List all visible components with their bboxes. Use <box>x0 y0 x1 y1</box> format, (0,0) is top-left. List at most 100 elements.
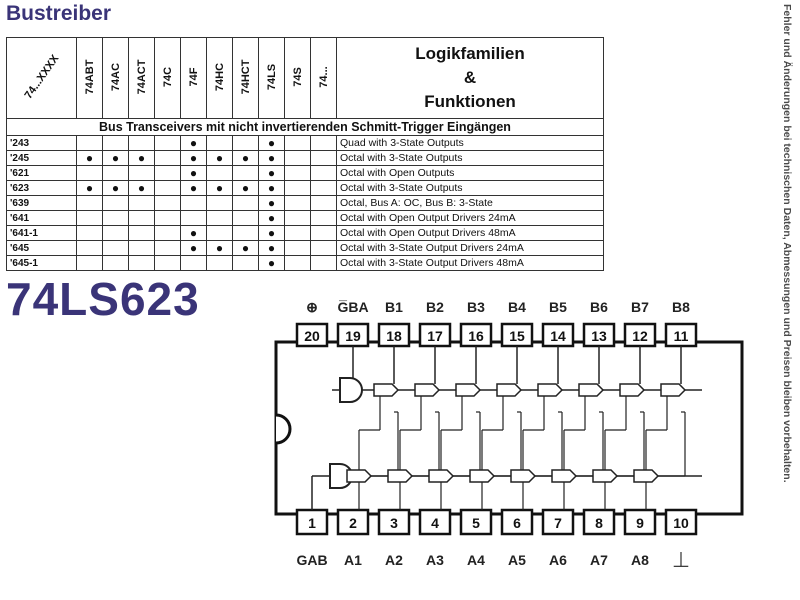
part-code: '621 <box>6 165 77 181</box>
empty-cell <box>154 210 181 226</box>
buffer-ab <box>551 469 578 483</box>
empty-cell <box>154 135 181 151</box>
pin-box <box>582 508 616 536</box>
pin-label: B8 <box>672 299 690 315</box>
empty-cell <box>310 195 337 211</box>
availability-dot: ● <box>180 165 207 181</box>
empty-cell <box>206 135 233 151</box>
empty-cell <box>206 195 233 211</box>
empty-cell <box>232 195 259 211</box>
buffer-ba <box>373 383 400 397</box>
disclaimer-note: Fehler und Änderungen bei technischen Da… <box>781 4 793 483</box>
part-code: '645 <box>6 240 77 256</box>
pin-label: ⏊ <box>673 552 689 568</box>
pin-label: A2 <box>385 552 403 568</box>
buffer-ba <box>537 383 564 397</box>
part-code: '623 <box>6 180 77 196</box>
pin-label: ⊕ <box>306 299 318 315</box>
function-description: Octal with Open Output Drivers 24mA <box>336 210 604 226</box>
empty-cell <box>154 240 181 256</box>
empty-cell <box>284 255 311 271</box>
function-description: Octal with 3-State Outputs <box>336 180 604 196</box>
pin-number: 19 <box>345 328 361 344</box>
family-column-header: 74...XXXX <box>6 37 77 119</box>
buffer-ab <box>510 469 537 483</box>
pin-number: 2 <box>349 515 357 531</box>
empty-cell <box>76 165 103 181</box>
empty-cell <box>180 195 207 211</box>
buffer-ab <box>469 469 496 483</box>
empty-cell <box>102 165 129 181</box>
pin-number: 16 <box>468 328 484 344</box>
availability-dot: ● <box>258 180 285 196</box>
empty-cell <box>310 165 337 181</box>
family-header: 74AC <box>102 37 129 119</box>
empty-cell <box>128 255 155 271</box>
empty-cell <box>284 135 311 151</box>
empty-cell <box>102 135 129 151</box>
buffer-ba <box>660 383 687 397</box>
empty-cell <box>76 255 103 271</box>
pin-label: G̅BA <box>337 299 368 315</box>
availability-dot: ● <box>180 240 207 256</box>
table-row: '645●●●●Octal with 3-State Output Driver… <box>6 240 604 256</box>
empty-cell <box>284 225 311 241</box>
empty-cell <box>154 255 181 271</box>
empty-cell <box>310 210 337 226</box>
availability-dot: ● <box>232 150 259 166</box>
pin-box <box>336 508 370 536</box>
pin-box <box>500 508 534 536</box>
availability-dot: ● <box>102 180 129 196</box>
pin-number: 11 <box>674 328 689 344</box>
pin-label: A7 <box>590 552 608 568</box>
availability-dot: ● <box>76 150 103 166</box>
empty-cell <box>180 255 207 271</box>
empty-cell <box>154 165 181 181</box>
empty-cell <box>284 195 311 211</box>
buffer-ba <box>496 383 523 397</box>
pin-number: 8 <box>595 515 603 531</box>
table-row: '645-1●Octal with 3-State Output Drivers… <box>6 255 604 271</box>
empty-cell <box>310 240 337 256</box>
part-code: '645-1 <box>6 255 77 271</box>
part-code: '641-1 <box>6 225 77 241</box>
table-row: '641-1 ● ● Octal with Open Output Drivers 4… <box>6 225 604 241</box>
function-header: Logikfamilien & Funktionen <box>336 37 604 119</box>
pin-label: B3 <box>467 299 485 315</box>
empty-cell <box>76 195 103 211</box>
empty-cell <box>206 255 233 271</box>
family-header: 74F <box>180 37 207 119</box>
availability-dot: ● <box>258 225 285 241</box>
empty-cell <box>128 165 155 181</box>
empty-cell <box>76 240 103 256</box>
availability-dot: ● <box>180 225 207 241</box>
pin-label: B1 <box>385 299 403 315</box>
empty-cell <box>310 180 337 196</box>
empty-cell <box>284 240 311 256</box>
empty-cell <box>76 225 103 241</box>
family-header: 74... <box>310 37 337 119</box>
function-description: Octal with 3-State Outputs <box>336 150 604 166</box>
table-row: '641●Octal with Open Output Drivers 24mA <box>6 210 604 226</box>
availability-dot: ● <box>180 150 207 166</box>
pin-box <box>623 508 657 536</box>
pin-number: 7 <box>554 515 562 531</box>
empty-cell <box>284 210 311 226</box>
buffer-ba <box>619 383 646 397</box>
pin-number: 20 <box>304 328 320 344</box>
availability-dot: ● <box>206 240 233 256</box>
pin-box <box>459 508 493 536</box>
availability-dot: ● <box>258 210 285 226</box>
enable-gate-ba <box>339 377 363 403</box>
empty-cell <box>284 180 311 196</box>
buffer-ab <box>633 469 660 483</box>
function-description: Octal with Open Output Drivers 48mA <box>336 225 604 241</box>
page-title: Bustreiber <box>6 2 112 25</box>
availability-dot: ● <box>258 165 285 181</box>
section-title-row: Bus Transceivers mit nicht invertierende… <box>6 118 604 136</box>
availability-dot: ● <box>258 255 285 271</box>
empty-cell <box>102 240 129 256</box>
empty-cell <box>128 210 155 226</box>
availability-dot: ● <box>258 135 285 151</box>
empty-cell <box>284 150 311 166</box>
